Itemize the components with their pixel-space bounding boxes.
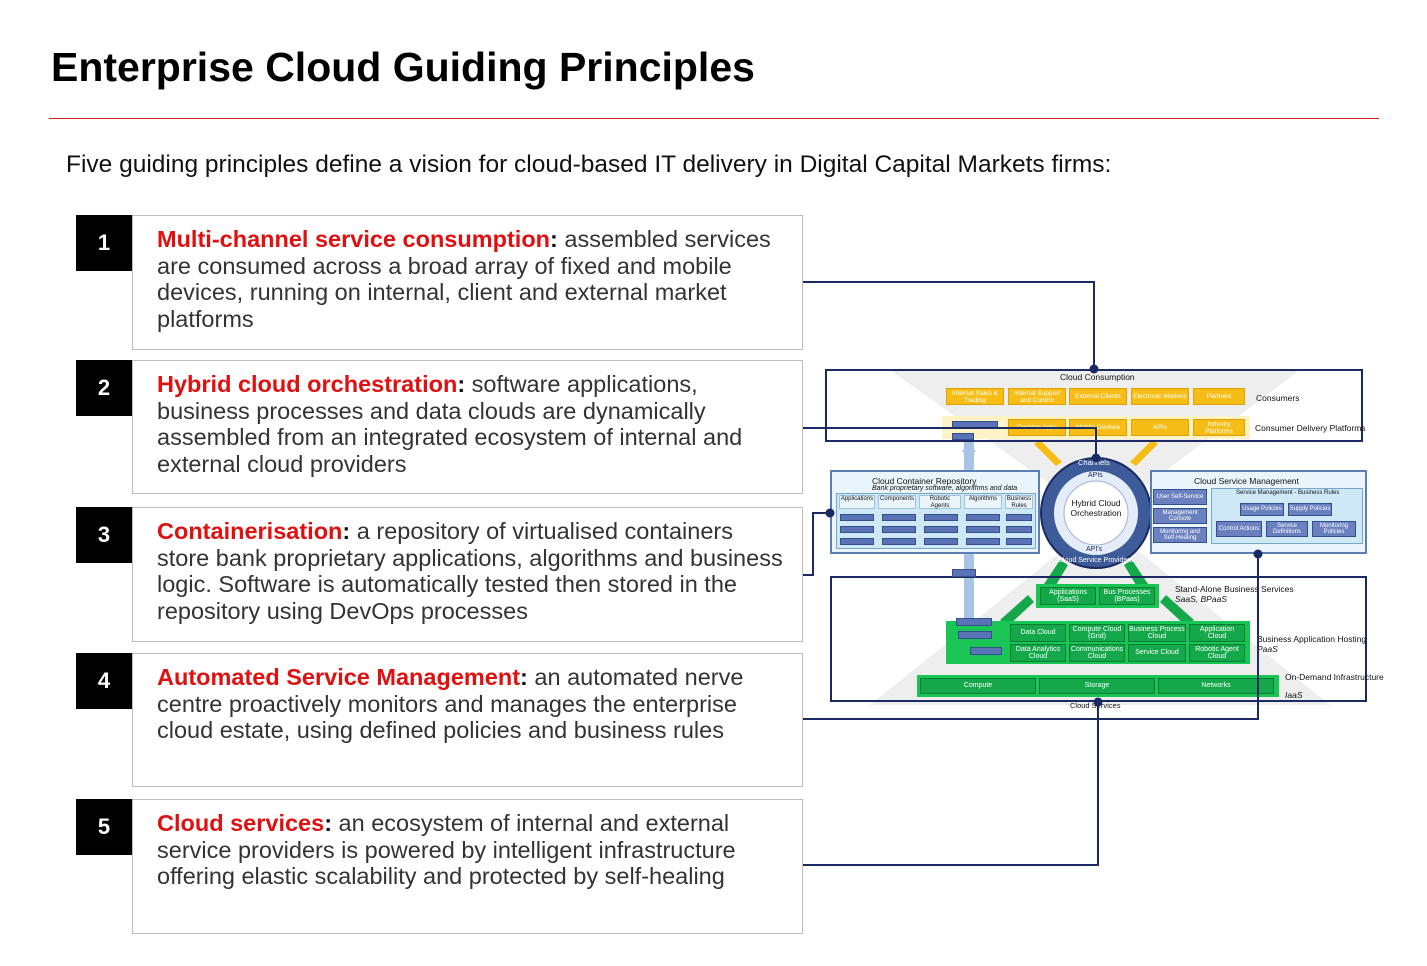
- hosting-item: Robotic Agent Cloud: [1189, 644, 1245, 662]
- delivery-platform-item: Mobile Devices: [1069, 419, 1127, 436]
- standalone-sub: SaaS, BPaaS: [1175, 594, 1227, 604]
- hosting-item: Communications Cloud: [1069, 644, 1125, 662]
- infra-sub: IaaS: [1285, 690, 1303, 700]
- consumer-item: Partners: [1193, 388, 1245, 405]
- csm-left-item: Management Console: [1153, 508, 1207, 524]
- service-management-title: Cloud Service Management: [1194, 476, 1299, 486]
- container-block: [952, 569, 976, 577]
- hosting-item: Application Cloud: [1189, 624, 1245, 642]
- hosting-item: Data Analytics Cloud: [1010, 644, 1066, 662]
- container-block: [970, 647, 1002, 655]
- hosting-item: Data Cloud: [1010, 624, 1066, 642]
- infra-label: On-Demand Infrastructure: [1285, 672, 1384, 682]
- principle-box-2: Hybrid cloud orchestration: software app…: [132, 360, 803, 494]
- principle-number-2: 2: [76, 360, 132, 416]
- repository-column: Algorithms: [964, 495, 1002, 509]
- hosting-sub: PaaS: [1257, 644, 1278, 654]
- standalone-item: Applications (SaaS): [1040, 587, 1096, 605]
- hosting-item: Service Cloud: [1128, 644, 1186, 662]
- policy-item: Monitoring Policies: [1312, 521, 1356, 537]
- delivery-platform-item: APIs: [1131, 419, 1189, 436]
- page-subtitle: Five guiding principles define a vision …: [66, 151, 1112, 178]
- repository-column: Applications: [839, 495, 875, 509]
- consumer-delivery-label: Consumer Delivery Platforms: [1255, 423, 1366, 433]
- consumer-item: Internal Support and Control: [1008, 388, 1066, 405]
- container-block: [966, 526, 1000, 533]
- container-block: [840, 514, 874, 521]
- repository-column: Business Rules: [1005, 495, 1033, 509]
- infra-item: Compute: [920, 678, 1036, 694]
- principle-text: assembled services are consumed across a…: [157, 226, 771, 332]
- hosting-label: Business Application Hosting: [1257, 634, 1367, 644]
- policy-item: Usage Policies: [1240, 503, 1284, 516]
- consumer-item: Electronic Markets: [1131, 388, 1189, 405]
- hub-apis-bottom-label: API's: [1086, 546, 1103, 553]
- standalone-item: Bus Processes (BPaas): [1099, 587, 1155, 605]
- consumers-label: Consumers: [1256, 393, 1300, 403]
- container-block: [1006, 526, 1032, 533]
- consumer-item: External Clients: [1069, 388, 1127, 405]
- container-block: [952, 421, 998, 429]
- container-block: [952, 433, 974, 440]
- page-title: Enterprise Cloud Guiding Principles: [51, 44, 755, 90]
- principle-number-5: 5: [76, 799, 132, 855]
- container-block: [924, 526, 958, 533]
- principle-heading: Automated Service Management: [157, 664, 521, 690]
- policy-item: Supply Policies: [1288, 503, 1332, 516]
- principle-box-4: Automated Service Management: an automat…: [132, 653, 803, 787]
- container-block: [840, 526, 874, 533]
- container-block: [924, 538, 958, 545]
- principle-text: an ecosystem of internal and external se…: [157, 810, 736, 889]
- principle-box-1: Multi-channel service consumption: assem…: [132, 215, 803, 350]
- cloud-services-label: Cloud Services: [1070, 701, 1121, 710]
- hub-providers-label: Cloud Service Providers: [1058, 557, 1134, 564]
- container-block: [1006, 514, 1032, 521]
- cloud-consumption-label: Cloud Consumption: [1060, 372, 1135, 382]
- principle-text: a repository of virtualised containers s…: [157, 518, 783, 624]
- csm-left-item: User Self-Service: [1153, 489, 1207, 505]
- container-block: [958, 631, 992, 639]
- consumer-item: Internal Sales & Trading: [946, 388, 1004, 405]
- hosting-item: Business Process Cloud: [1128, 624, 1186, 642]
- principle-heading: Cloud services: [157, 810, 325, 836]
- infra-item: Storage: [1039, 678, 1155, 694]
- principle-number-4: 4: [76, 653, 132, 709]
- repository-subtitle: Bank proprietary software, algorithms an…: [872, 485, 1018, 492]
- business-rules-label: Service Management - Business Rules: [1236, 490, 1340, 496]
- hub-title: Hybrid Cloud Orchestration: [1070, 498, 1122, 518]
- hosting-item: Compute Cloud (Grid): [1069, 624, 1125, 642]
- principle-box-5: Cloud services: an ecosystem of internal…: [132, 799, 803, 934]
- repository-title: Cloud Container Repository: [872, 476, 977, 486]
- repository-column: Components: [878, 495, 916, 509]
- principle-box-3: Containerisation: a repository of virtua…: [132, 507, 803, 642]
- container-block: [1006, 538, 1032, 545]
- hub-channels-label: Channels: [1078, 458, 1110, 467]
- principle-heading: Hybrid cloud orchestration: [157, 371, 458, 397]
- container-block: [840, 538, 874, 545]
- policy-item: Control Actions: [1216, 521, 1262, 537]
- principle-heading: Containerisation: [157, 518, 343, 544]
- container-block: [924, 514, 958, 521]
- container-block: [966, 538, 1000, 545]
- delivery-platform-item: Industry Platforms: [1193, 419, 1245, 436]
- hub-apis-top-label: APIs: [1088, 472, 1103, 479]
- principle-text: an automated nerve centre proactively mo…: [157, 664, 744, 743]
- container-block: [966, 514, 1000, 521]
- principle-heading: Multi-channel service consumption: [157, 226, 551, 252]
- title-divider: [49, 118, 1379, 119]
- policy-item: Service Definitions: [1266, 521, 1308, 537]
- container-block: [882, 526, 916, 533]
- container-block: [956, 618, 992, 626]
- csm-left-item: Monitoring and Self-Healing: [1153, 527, 1207, 543]
- container-block: [882, 514, 916, 521]
- principle-number-1: 1: [76, 215, 132, 271]
- standalone-label: Stand-Alone Business Services: [1175, 584, 1294, 594]
- container-block: [882, 538, 916, 545]
- principle-number-3: 3: [76, 507, 132, 563]
- delivery-platform-item: Desktop Apps: [1008, 419, 1066, 436]
- repository-column: Robotic Agents: [919, 495, 961, 509]
- principle-text: software applications, business processe…: [157, 371, 743, 477]
- infra-item: Networks: [1158, 678, 1274, 694]
